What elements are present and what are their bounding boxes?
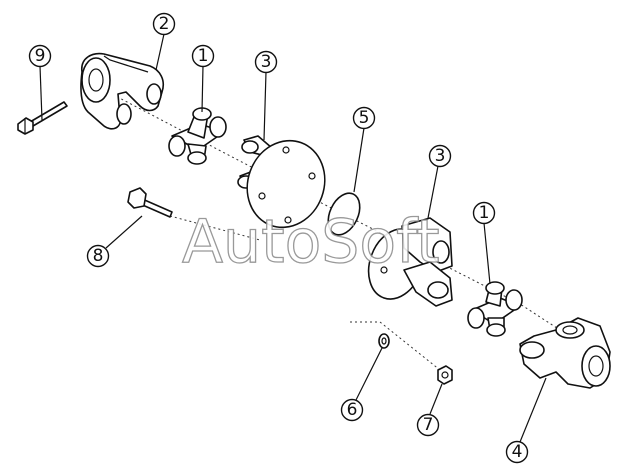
callout-5-label: 5 (359, 108, 370, 128)
callout-3-lower: 3 (428, 144, 452, 168)
callout-8: 8 (86, 244, 110, 268)
callout-6: 6 (340, 398, 364, 422)
callout-7: 7 (416, 413, 440, 437)
callout-7-label: 7 (423, 415, 434, 435)
part-ujoint-cross-lower (467, 281, 523, 337)
callout-3-upper-label: 3 (261, 52, 272, 72)
watermark-text: AutoSoft (182, 207, 440, 277)
part-short-bolt (127, 187, 173, 218)
callout-9-label: 9 (35, 46, 46, 66)
callout-3-lower-label: 3 (435, 146, 446, 166)
callout-1-lower: 1 (472, 201, 496, 225)
part-flange-yoke (80, 52, 165, 130)
part-washer (378, 333, 390, 349)
part-gasket (327, 192, 361, 236)
part-ujoint-cross-upper (168, 107, 227, 165)
part-flange-disk-lower (367, 217, 453, 307)
part-long-bolt (17, 101, 68, 135)
callout-3-upper: 3 (254, 50, 278, 74)
callout-6-label: 6 (347, 400, 358, 420)
callout-1-lower-label: 1 (479, 203, 490, 223)
callout-1-upper-label: 1 (198, 46, 209, 66)
callout-9: 9 (28, 44, 52, 68)
part-nut (437, 365, 453, 385)
callout-4: 4 (505, 440, 529, 464)
callout-4-label: 4 (512, 442, 523, 462)
callout-2: 2 (152, 12, 176, 36)
part-slip-yoke (519, 317, 611, 389)
callout-1-upper: 1 (191, 44, 215, 68)
leader-lines (39, 33, 547, 443)
callout-2-label: 2 (159, 14, 170, 34)
part-flange-disk-upper (237, 135, 326, 229)
callout-8-label: 8 (93, 246, 104, 266)
callout-5: 5 (352, 106, 376, 130)
assembly-axis (107, 91, 561, 371)
